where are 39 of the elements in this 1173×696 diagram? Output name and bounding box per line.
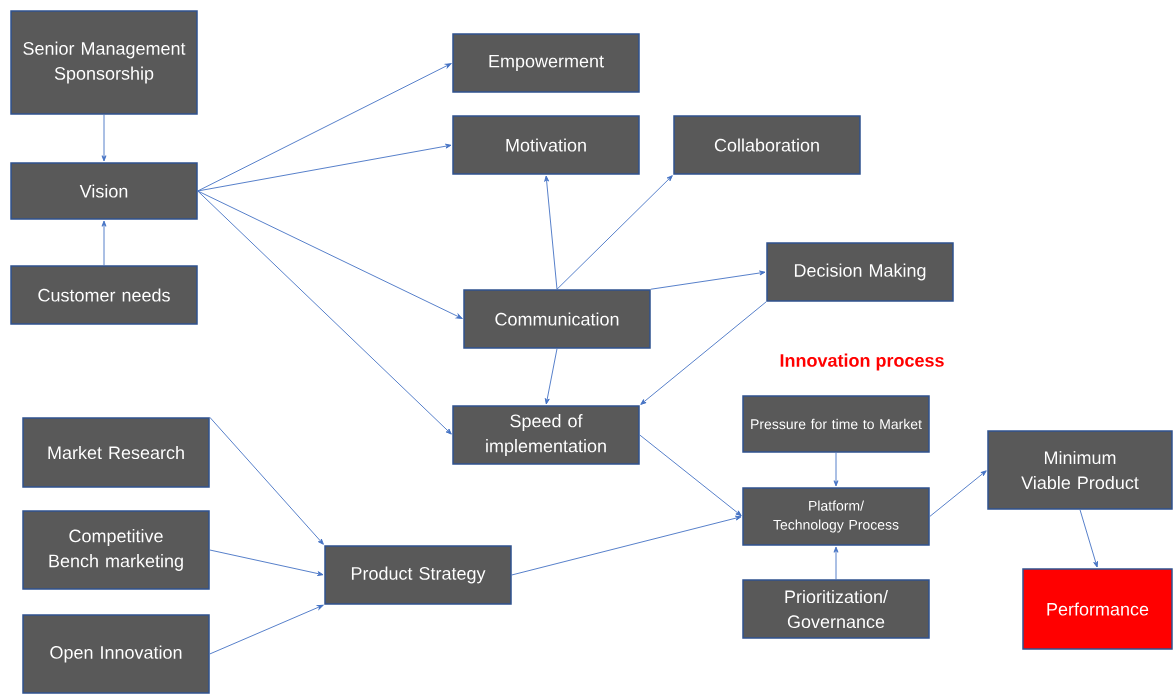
arrow [511,515,742,576]
heading: Innovation process [780,353,944,371]
arrow [639,434,742,517]
arrow [640,301,767,405]
process-box: Speed of implementation [452,405,640,465]
arrow [556,175,673,290]
process-box: Empowerment [452,33,640,93]
process-box: Platform/ Technology Process [742,487,930,546]
process-box: Vision [10,162,198,220]
process-box: Minimum Viable Product [987,430,1173,510]
arrow [833,452,839,487]
arrow [101,114,107,162]
arrow [209,549,324,576]
process-box: Performance [1022,568,1173,650]
process-box: Motivation [452,115,640,175]
process-box: Open Innovation [22,614,210,694]
process-box: Prioritization/ Governance [742,579,930,639]
arrow [209,604,324,655]
process-box: Competitive Bench marketing [22,510,210,590]
arrow [197,190,452,435]
arrow [833,546,839,580]
process-box: Pressure for time to Market [742,395,930,453]
process-box: Market Research [22,417,210,488]
arrow [197,190,463,319]
process-box: Senior Management Sponsorship [10,10,198,115]
arrow [544,348,558,405]
process-box: Communication [463,289,651,349]
process-box: Collaboration [673,115,861,175]
process-box: Product Strategy [324,545,512,605]
arrow [1079,509,1098,568]
arrow [209,416,324,545]
arrow [650,270,766,290]
process-box: Customer needs [10,265,198,325]
arrow [929,470,987,517]
arrow [197,63,452,192]
arrow [101,220,107,266]
arrow [197,143,452,192]
process-box: Decision Making [766,242,954,302]
arrow [544,175,558,290]
